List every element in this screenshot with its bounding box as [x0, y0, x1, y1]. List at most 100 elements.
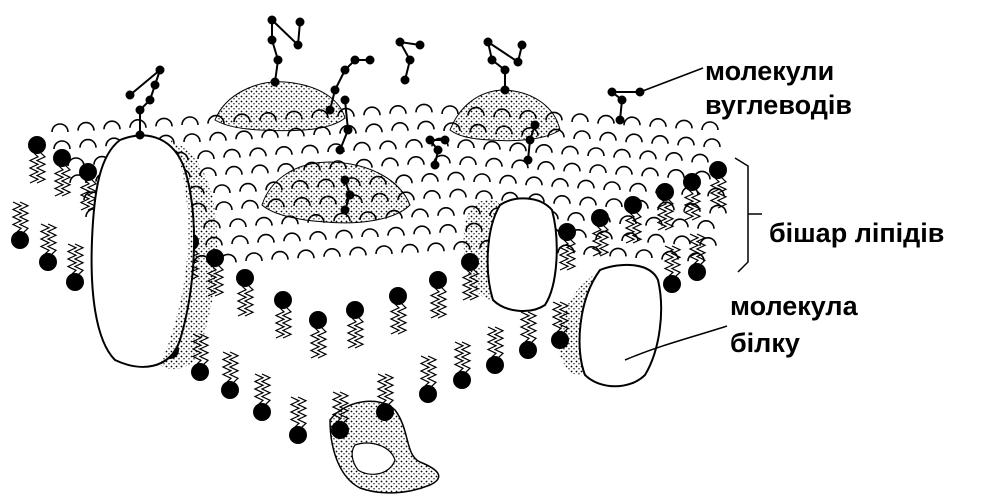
head-arc — [674, 236, 690, 244]
sugar-bead — [502, 87, 509, 94]
integral-protein-center-right — [488, 198, 557, 311]
label-lipid-bilayer: бішар ліпідів — [769, 218, 944, 248]
sugar-bead — [342, 67, 349, 74]
lipid-tail — [528, 312, 536, 342]
lipid-head — [191, 363, 209, 381]
lipid-head — [624, 196, 642, 214]
sugar-bead — [485, 39, 492, 46]
lipid-head — [346, 301, 364, 319]
sugar-bead — [515, 59, 522, 66]
sugar-bead — [147, 97, 154, 104]
lipid-head — [519, 341, 537, 359]
sugar-bead — [525, 157, 532, 164]
lipid-head — [663, 275, 681, 293]
lipid-tail — [48, 224, 56, 254]
lipid-head — [236, 269, 254, 287]
sugar-bead — [619, 97, 626, 104]
lipid-tail — [355, 318, 363, 348]
lipid-tail — [215, 266, 223, 296]
sugar-bead — [342, 97, 349, 104]
sugar-bead — [347, 192, 354, 199]
head-arc — [698, 221, 714, 229]
sugar-bead — [342, 177, 349, 184]
label-protein-line2: білку — [730, 328, 800, 358]
lipid-tail — [262, 374, 270, 404]
sugar-bead — [337, 147, 344, 154]
sugar-bead — [327, 107, 334, 114]
lipid-tail — [75, 244, 83, 274]
lipid-head — [79, 163, 97, 181]
sugar-bead — [269, 17, 276, 24]
sugar-bead — [407, 57, 414, 64]
label-carbohydrates-line1: молекули — [705, 56, 834, 86]
head-arc — [636, 250, 652, 258]
lipid-head — [389, 287, 407, 305]
sugar-bead — [137, 132, 144, 139]
head-arc — [702, 122, 718, 130]
carbohydrate-chain — [272, 20, 300, 82]
sugar-bead — [332, 87, 339, 94]
lipid-head — [429, 271, 447, 289]
lipid-tail — [438, 288, 446, 318]
lipid-tail — [62, 166, 70, 196]
lipid-head — [39, 253, 57, 271]
sugar-bead — [157, 67, 164, 74]
sugar-bead — [152, 82, 159, 89]
lipid-head — [221, 381, 239, 399]
sugar-bead — [432, 162, 439, 169]
lipid-head — [709, 161, 727, 179]
sugar-bead — [397, 39, 404, 46]
lipid-head — [66, 273, 84, 291]
sugar-bead — [532, 122, 539, 129]
sugar-bead — [617, 117, 624, 124]
lipid-head — [289, 426, 307, 444]
lipid-head — [253, 403, 271, 421]
label-protein-line1: молекула — [730, 291, 859, 321]
sugar-bead — [435, 147, 442, 154]
lipid-tail — [385, 374, 393, 404]
sugar-bead — [489, 57, 496, 64]
head-arc — [710, 205, 726, 213]
sugar-bead — [269, 37, 276, 44]
lipid-tail — [37, 153, 45, 183]
lipid-tail — [283, 308, 291, 338]
sugar-bead — [502, 67, 509, 74]
sugar-bead — [272, 79, 279, 86]
lipid-head — [11, 231, 29, 249]
lipid-tail — [428, 356, 436, 386]
lipid-head — [274, 291, 292, 309]
lipid-head — [453, 371, 471, 389]
head-arc — [246, 253, 262, 261]
lipid-head — [53, 149, 71, 167]
sugar-bead — [609, 89, 616, 96]
lipid-tail — [672, 246, 680, 276]
lipid-tail — [298, 397, 306, 427]
sugar-bead — [342, 207, 349, 214]
sugar-bead — [427, 137, 434, 144]
lipid-tail — [20, 202, 28, 232]
sugar-bead — [297, 19, 304, 26]
lipid-head — [419, 385, 437, 403]
sugar-bead — [519, 42, 526, 49]
lipid-tail — [462, 342, 470, 372]
sugar-bead — [275, 57, 282, 64]
lipid-tail — [495, 327, 503, 357]
label-carbohydrates-line2: вуглеводів — [705, 90, 852, 120]
lipid-tail — [230, 352, 238, 382]
sugar-bead — [137, 107, 144, 114]
lipid-head — [688, 263, 706, 281]
sugar-bead — [295, 42, 302, 49]
lipid-head — [683, 173, 701, 191]
bracket-lipid-bilayer — [735, 158, 748, 272]
sugar-bead — [402, 77, 409, 84]
head-arc — [52, 124, 68, 132]
sugar-bead — [127, 92, 134, 99]
lipid-tail — [697, 234, 705, 264]
lipid-head — [656, 183, 674, 201]
head-arc — [648, 235, 664, 243]
lipid-tail — [318, 328, 326, 358]
lipid-head — [309, 311, 327, 329]
lipid-tail — [718, 178, 726, 208]
lipid-head — [486, 356, 504, 374]
